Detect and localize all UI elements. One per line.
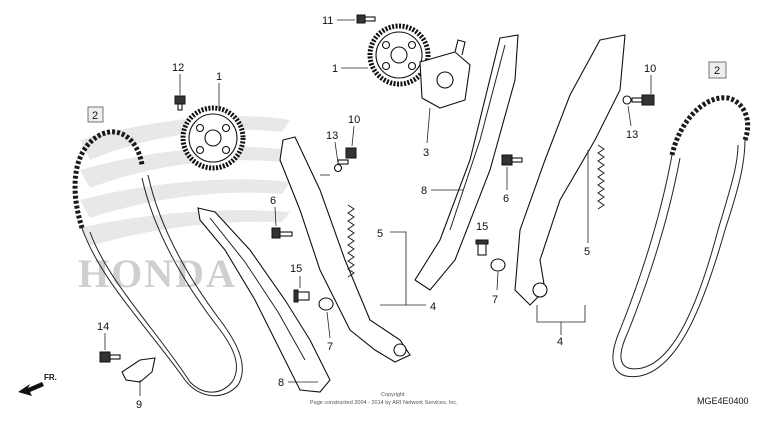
front-label: FR. [44, 373, 57, 382]
collar-7-left [318, 297, 334, 311]
bolt-15-left [293, 289, 310, 303]
bolt-6-right [501, 154, 523, 166]
bolt-10-right [622, 94, 655, 106]
callout-7-left: 7 [327, 341, 333, 353]
callout-11: 11 [322, 15, 333, 27]
callout-1-left: 1 [216, 71, 222, 83]
bracket-9 [121, 357, 156, 383]
callout-10-right: 10 [644, 63, 656, 75]
tensioner-plate-3 [419, 39, 471, 109]
tensioner-arm-4-left [279, 136, 411, 363]
callout-8-upper: 8 [421, 185, 427, 197]
chain-guide-8-upper [414, 34, 519, 291]
callout-box-2-left [87, 106, 104, 123]
callout-3: 3 [423, 147, 429, 159]
callout-13-right: 13 [626, 129, 638, 141]
callout-4-left: 4 [430, 301, 436, 313]
front-direction-arrow [18, 382, 44, 396]
callout-2-left: 2 [92, 110, 98, 122]
copyright-line-1: Copyright [381, 392, 405, 398]
callout-15-right: 15 [476, 221, 488, 233]
bolt-15-right [475, 239, 489, 256]
callout-1-right: 1 [332, 63, 338, 75]
honda-watermark-text: HONDA [78, 251, 237, 296]
callout-14: 14 [97, 321, 109, 333]
cam-sprocket-right [367, 23, 431, 87]
callout-4-right: 4 [557, 336, 563, 348]
chain-guide-8-lower [197, 207, 331, 393]
bolt-14 [99, 351, 121, 363]
cam-chain-right [612, 95, 751, 378]
collar-7-right [490, 258, 506, 272]
spring-5-right [597, 144, 605, 210]
spring-5-left [347, 204, 355, 278]
bolt-6-left [271, 227, 293, 239]
bolt-11 [356, 14, 376, 24]
callout-box-2-right [708, 61, 727, 79]
callout-7-right: 7 [492, 294, 498, 306]
callout-12: 12 [172, 62, 184, 74]
cam-sprocket-left [180, 105, 246, 171]
figure-code: MGE4E0400 [697, 396, 749, 406]
cam-chain-left [72, 129, 243, 397]
callout-10-left: 10 [348, 114, 360, 126]
callout-6-right: 6 [503, 193, 509, 205]
callout-5-left: 5 [377, 228, 383, 240]
callout-9: 9 [136, 399, 142, 411]
copyright-line-2: Page constructed 2004 - 2014 by ARI Netw… [310, 400, 458, 406]
callout-13-left: 13 [326, 130, 338, 142]
bolt-12 [174, 95, 186, 111]
callout-6-left: 6 [270, 195, 276, 207]
tensioner-arm-4-right [514, 34, 626, 306]
callout-8-lower: 8 [278, 377, 284, 389]
callout-2-right: 2 [714, 65, 720, 77]
callout-15-left: 15 [290, 263, 302, 275]
callout-5-right: 5 [584, 246, 590, 258]
